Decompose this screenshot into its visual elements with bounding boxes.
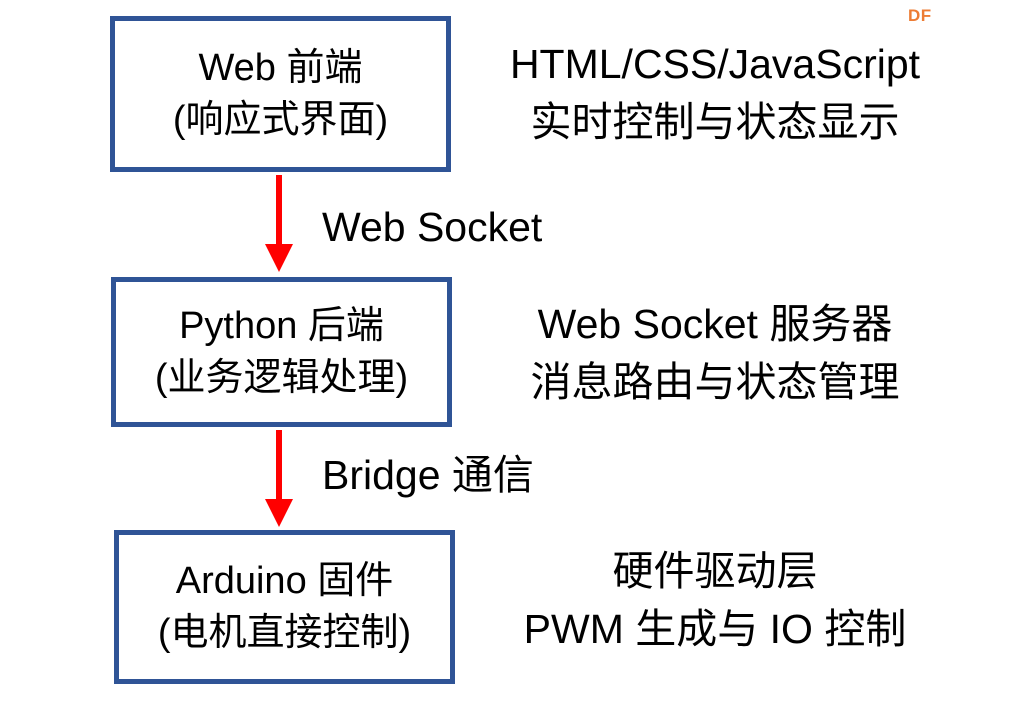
arrow-down-icon-1 — [265, 175, 293, 272]
node-subtitle: (响应式界面) — [172, 99, 389, 141]
desc-line: 实时控制与状态显示 — [530, 99, 900, 145]
desc-line: PWM 生成与 IO 控制 — [523, 606, 907, 652]
node-title: Web 前端 — [198, 47, 363, 89]
connector-label-websocket: Web Socket — [322, 204, 543, 250]
desc-line: 消息路由与状态管理 — [530, 359, 900, 405]
desc-arduino-firmware: 硬件驱动层 PWM 生成与 IO 控制 — [495, 542, 935, 658]
desc-web-frontend: HTML/CSS/JavaScript 实时控制与状态显示 — [495, 35, 935, 151]
node-arduino-firmware: Arduino 固件 (电机直接控制) — [114, 530, 455, 684]
node-web-frontend: Web 前端 (响应式界面) — [110, 16, 451, 172]
desc-line: HTML/CSS/JavaScript — [509, 41, 921, 87]
desc-line: Web Socket 服务器 — [537, 301, 893, 347]
node-title: Arduino 固件 — [175, 560, 394, 602]
connector-label-bridge: Bridge 通信 — [322, 452, 534, 498]
node-python-backend: Python 后端 (业务逻辑处理) — [111, 277, 452, 427]
desc-python-backend: Web Socket 服务器 消息路由与状态管理 — [495, 295, 935, 411]
node-title: Python 后端 — [179, 305, 384, 347]
arrow-down-icon-2 — [265, 430, 293, 527]
node-subtitle: (业务逻辑处理) — [154, 357, 409, 399]
node-subtitle: (电机直接控制) — [157, 612, 412, 654]
df-watermark: DF — [908, 6, 932, 25]
desc-line: 硬件驱动层 — [612, 548, 818, 594]
